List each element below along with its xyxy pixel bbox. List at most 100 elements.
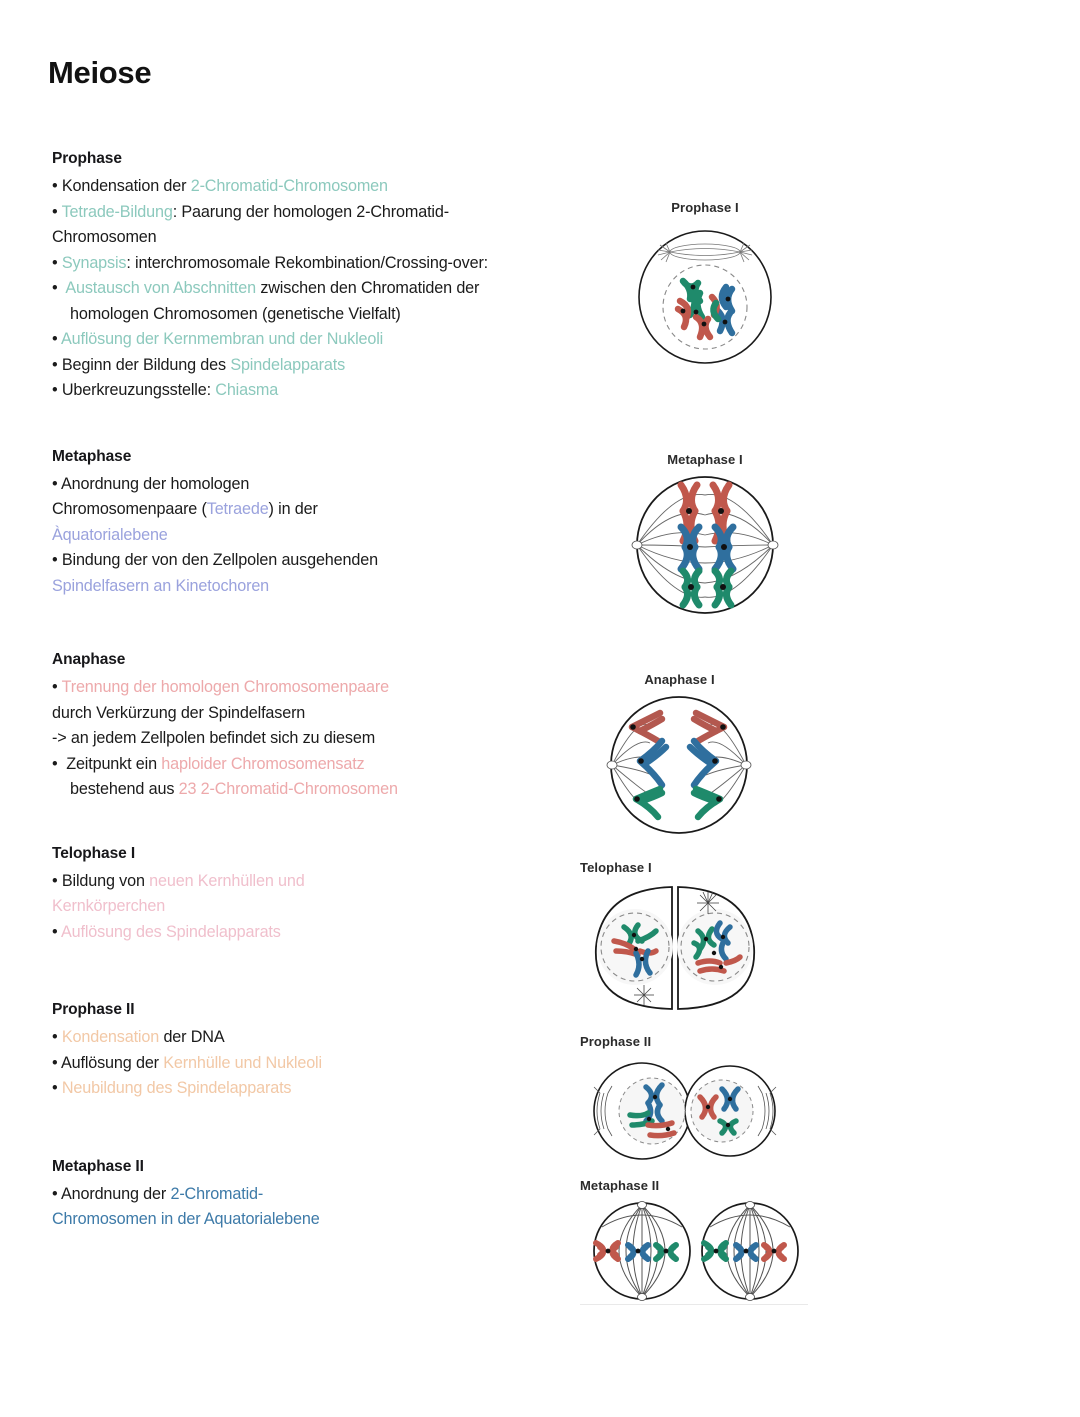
text-run-highlight: Àquatorialebene — [52, 525, 168, 544]
figure-caption: Metaphase II — [580, 1178, 660, 1193]
text-run: • — [52, 922, 61, 941]
text-run: : Paarung der homologen 2-Chromatid- — [172, 202, 449, 221]
figure-caption: Telophase I — [580, 860, 652, 875]
note-line: bestehend aus 23 2-Chromatid-Chromosomen — [52, 777, 582, 803]
text-run: • Auflösung der — [52, 1053, 164, 1072]
text-run: • — [52, 279, 66, 297]
text-run: • Kondensation der — [52, 177, 191, 195]
note-line: Kernkörperchen — [52, 894, 582, 920]
text-run-highlight: Neubildung des Spindelapparats — [61, 1079, 292, 1097]
note-line: Chromosomenpaare (Tetraede) in der — [52, 497, 582, 523]
bottom-divider — [580, 1304, 808, 1305]
text-run-highlight: Spindelapparats — [230, 355, 346, 374]
text-run-highlight: Austausch von Abschnitten — [65, 279, 256, 297]
note-line: • Bildung von neuen Kernhüllen und — [52, 869, 582, 895]
text-run-highlight: 2-Chromatid- — [170, 1184, 264, 1203]
note-line: homologen Chromosomen (genetische Vielfa… — [52, 302, 582, 328]
note-line: • Auflösung der Kernmembran und der Nukl… — [52, 327, 582, 353]
note-line: • Austausch von Abschnitten zwischen den… — [52, 276, 582, 302]
note-line: • Zeitpunkt ein haploider Chromosomensat… — [52, 752, 582, 778]
telophase-1-diagram — [595, 886, 755, 1010]
section-heading: Anaphase — [52, 651, 126, 668]
text-run: • — [52, 1079, 62, 1097]
figure-metaphase-2: Metaphase II — [580, 1178, 810, 1309]
text-run: bestehend aus — [70, 780, 179, 798]
note-line: • Auflösung der Kernhülle und Nukleoli — [52, 1051, 582, 1077]
section-anaphase: Anaphase • Trennung der homologen Chromo… — [52, 651, 582, 803]
section-heading: Metaphase — [52, 447, 132, 465]
text-run-highlight: neuen Kernhüllen und — [149, 871, 305, 890]
note-line: • Auflösung des Spindelapparats — [52, 920, 582, 946]
text-run: ) in der — [268, 500, 318, 518]
text-run-highlight: Kondensation — [61, 1028, 160, 1046]
page-title: Meiose — [48, 55, 152, 90]
text-run-highlight: Synapsis — [61, 253, 127, 272]
text-run: • — [52, 330, 61, 348]
note-line: • Beginn der Bildung des Spindelapparats — [52, 353, 582, 379]
note-line: • Kondensation der 2-Chromatid-Chromosom… — [52, 174, 582, 200]
note-line: Chromosomen in der Aquatorialebene — [52, 1207, 582, 1233]
text-run-highlight: 2-Chromatid-Chromosomen — [190, 177, 388, 195]
note-line: Chromosomen — [52, 225, 582, 251]
figure-caption: Prophase II — [580, 1034, 652, 1049]
text-run-highlight: 23 2-Chromatid-Chromosomen — [178, 780, 398, 798]
figure-metaphase-1: Metaphase I — [615, 452, 795, 623]
section-heading: Prophase II — [52, 1001, 135, 1018]
text-run-highlight: Chiasma — [215, 381, 279, 399]
figure-caption: Metaphase I — [667, 452, 743, 467]
section-metaphase-2: Metaphase II • Anordnung der 2-Chromatid… — [52, 1158, 582, 1233]
metaphase-1-diagram — [631, 476, 779, 614]
text-run: • Beginn der Bildung des — [52, 355, 231, 374]
figure-prophase-2: Prophase II — [580, 1034, 790, 1168]
text-run: der DNA — [159, 1028, 225, 1046]
text-run: durch Verkürzung der Spindelfasern — [52, 703, 306, 722]
text-run: • — [52, 1028, 62, 1046]
text-run: • Zeitpunkt ein — [52, 754, 162, 773]
note-line: -> an jedem Zellpolen befindet sich zu d… — [52, 726, 582, 752]
text-run: • Bindung der von den Zellpolen ausgehen… — [52, 551, 378, 569]
note-line: • Bindung der von den Zellpolen ausgehen… — [52, 548, 582, 574]
text-run-highlight: Kernhülle und Nukleoli — [163, 1053, 322, 1072]
text-run-highlight: haploider Chromosomensatz — [161, 754, 365, 773]
text-run: -> an jedem Zellpolen befindet sich zu d… — [52, 729, 376, 747]
text-run: Chromosomenpaare ( — [52, 500, 207, 518]
note-line: • Tetrade-Bildung: Paarung der homologen… — [52, 200, 582, 226]
section-heading: Prophase — [52, 150, 122, 167]
text-run: • Uberkreuzungsstelle: — [52, 381, 216, 399]
text-run-highlight: Tetraede — [206, 500, 269, 518]
anaphase-1-diagram — [606, 696, 752, 834]
text-run: • Bildung von — [52, 871, 150, 890]
note-line: • Uberkreuzungsstelle: Chiasma — [52, 378, 582, 404]
note-line: durch Verkürzung der Spindelfasern — [52, 701, 582, 727]
figure-telophase-1: Telophase I — [580, 860, 770, 1019]
text-run-highlight: Auflösung der Kernmembran und der Nukleo… — [60, 330, 384, 348]
text-run: • — [52, 253, 62, 272]
prophase-1-diagram — [638, 230, 772, 364]
text-run: Chromosomen — [52, 228, 157, 246]
text-run-highlight: Trennung der homologen Chromosomenpaare — [61, 678, 390, 696]
figure-caption: Anaphase I — [644, 672, 715, 687]
text-run: • — [52, 678, 62, 696]
note-line: • Anordnung der 2-Chromatid- — [52, 1182, 582, 1208]
figure-prophase-1: Prophase I — [620, 200, 790, 369]
text-run: : interchromosomale Rekombination/Crossi… — [126, 253, 489, 272]
note-line: Spindelfasern an Kinetochoren — [52, 574, 582, 600]
text-run: • — [52, 202, 62, 221]
prophase-2-diagram — [593, 1062, 777, 1160]
text-run: homologen Chromosomen (genetische Vielfa… — [70, 304, 401, 323]
text-run: • Anordnung der homologen — [52, 474, 250, 493]
text-run-highlight: Auflösung des Spindelapparats — [60, 922, 281, 941]
section-heading: Metaphase II — [52, 1157, 144, 1175]
note-line: • Kondensation der DNA — [52, 1025, 582, 1051]
figure-anaphase-1: Anaphase I — [592, 672, 767, 841]
note-line: • Trennung der homologen Chromosomenpaar… — [52, 675, 582, 701]
section-prophase: Prophase • Kondensation der 2-Chromatid-… — [52, 150, 582, 404]
section-metaphase: Metaphase • Anordnung der homologen Chro… — [52, 448, 582, 600]
note-line: • Neubildung des Spindelapparats — [52, 1076, 582, 1102]
metaphase-2-diagram — [593, 1201, 799, 1301]
text-run-highlight: Kernkörperchen — [52, 897, 166, 915]
notes-column: Prophase • Kondensation der 2-Chromatid-… — [52, 150, 582, 1233]
text-run-highlight: Tetrade-Bildung — [61, 202, 173, 221]
section-telophase-1: Telophase I • Bildung von neuen Kernhüll… — [52, 845, 582, 946]
